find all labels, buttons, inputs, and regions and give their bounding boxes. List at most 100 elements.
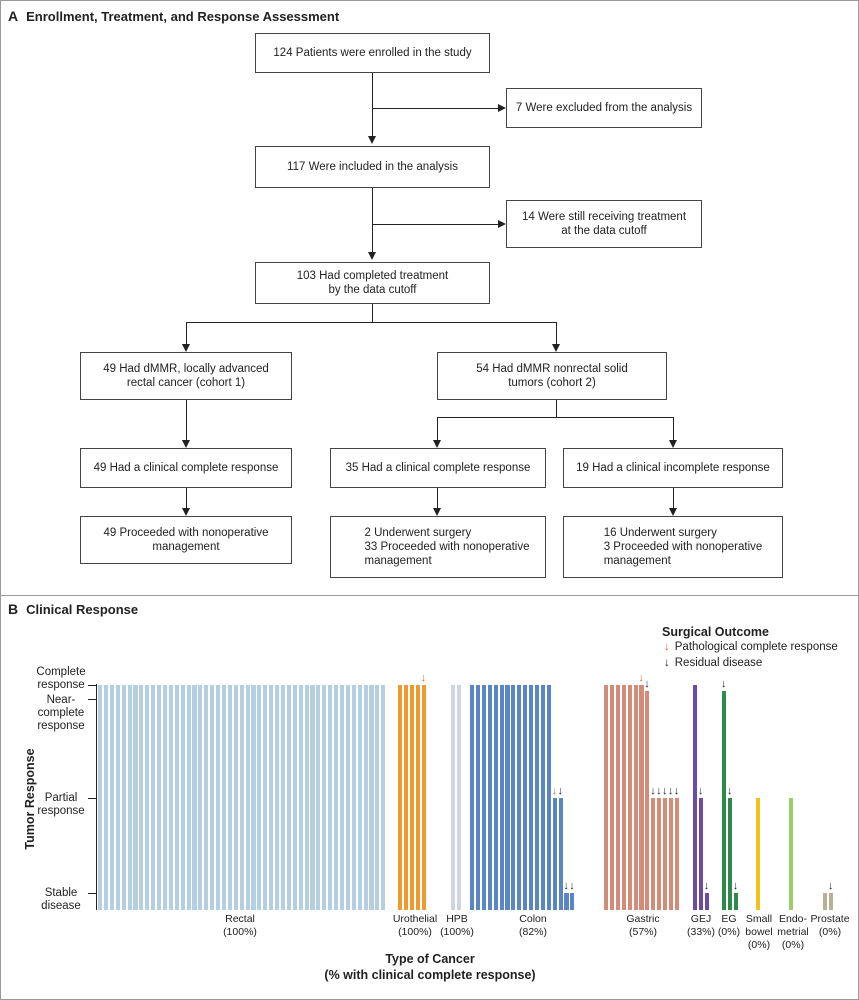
bar-gastric [621, 685, 626, 910]
bar-rectal [162, 685, 168, 910]
bar-rectal [316, 685, 321, 910]
bar-colon [475, 685, 481, 910]
bar-gastric [615, 685, 620, 910]
box-still-receiving: 14 Were still receiving treatment at the… [506, 200, 702, 248]
box-c2-cir-outcome: 16 Underwent surgery 3 Proceeded with no… [563, 516, 783, 578]
bar-rectal [280, 685, 286, 910]
bar-urothelial [415, 685, 420, 910]
connector [437, 417, 438, 440]
bar-hpb [456, 685, 462, 910]
bar-rectal [145, 685, 150, 910]
bar-rectal [275, 685, 280, 910]
category-label: Gastric (57%) [626, 913, 660, 938]
legend-label-residual: Residual disease [674, 657, 763, 669]
bar-rectal [239, 685, 244, 910]
arrow-down-icon [368, 136, 376, 144]
bar-rectal [292, 685, 297, 910]
category-label: Urothelial (100%) [392, 913, 438, 938]
bar-rectal [245, 685, 250, 910]
bar-rectal [381, 685, 386, 910]
bar-gastric [645, 690, 650, 910]
bar-colon [534, 685, 540, 910]
bar-rectal [133, 685, 138, 910]
residual-arrow-icon: ↓ [557, 785, 564, 797]
connector [372, 304, 373, 323]
bar-hpb [451, 685, 456, 910]
bar-rectal [369, 685, 374, 910]
bar-rectal [328, 685, 333, 910]
arrow-down-icon [182, 344, 190, 352]
bar-rectal [304, 685, 309, 910]
pcr-arrow-icon: ↓ [420, 672, 427, 684]
x-axis-title: Type of Cancer (% with clinical complete… [324, 952, 536, 982]
bar-gastric [639, 685, 644, 910]
pcr-arrow-icon: ↓ [638, 672, 644, 684]
box-excluded: 7 Were excluded from the analysis [506, 88, 702, 128]
connector [437, 488, 438, 508]
bar-eg [722, 690, 727, 910]
residual-arrow-icon: ↓ [673, 785, 680, 797]
bar-rectal [298, 685, 303, 910]
bar-rectal [345, 685, 350, 910]
bar-eg [727, 798, 733, 910]
arrow-down-icon [669, 508, 677, 516]
box-c1-ccr: 49 Had a clinical complete response [80, 448, 292, 488]
bar-gastric [627, 685, 632, 910]
residual-arrow-icon: ↓ [827, 880, 834, 892]
bar-urothelial [421, 685, 426, 910]
bar-colon [523, 685, 528, 910]
bar-rectal [257, 685, 262, 910]
bar-rectal [339, 685, 345, 910]
category-label: Endo- metrial (0%) [777, 913, 809, 951]
connector [372, 108, 498, 109]
bar-gastric [663, 798, 668, 910]
legend-item-pcr: ↓Pathological complete response [664, 641, 838, 653]
bar-rectal [186, 685, 191, 910]
residual-arrow-icon: ↓ [697, 785, 704, 797]
bar-rectal [98, 685, 103, 910]
bar-rectal [103, 685, 109, 910]
category-label: HPB (100%) [440, 913, 474, 938]
bar-gastric [633, 685, 638, 910]
residual-arrow-icon: ↓ [569, 880, 575, 892]
connector [437, 417, 674, 418]
bar-gej [704, 893, 709, 910]
arrow-down-icon [182, 440, 190, 448]
category-label: Small bowel (0%) [745, 913, 773, 951]
connector [186, 400, 187, 440]
connector [673, 417, 674, 440]
y-tick [88, 798, 96, 799]
residual-arrow-icon: ↓ [721, 677, 727, 690]
bar-colon [499, 685, 504, 910]
bar-rectal [269, 685, 274, 910]
bar-endometrial [789, 798, 794, 910]
bar-colon [493, 685, 498, 910]
panel-a-title-text: Enrollment, Treatment, and Response Asse… [26, 9, 340, 24]
residual-arrow-icon: ↓ [563, 880, 569, 892]
bar-rectal [375, 685, 380, 910]
connector [186, 322, 187, 344]
bar-gastric [668, 798, 674, 910]
category-label: Colon (82%) [518, 913, 547, 938]
connector [673, 488, 674, 508]
bar-colon [546, 685, 551, 910]
bar-rectal [121, 685, 126, 910]
bar-urothelial [409, 685, 414, 910]
arrow-right-icon [498, 104, 506, 112]
y-tick [88, 893, 96, 894]
connector [556, 400, 557, 418]
bar-rectal [334, 685, 339, 910]
bar-rectal [139, 685, 144, 910]
bar-gastric [657, 798, 662, 910]
y-tick [88, 685, 96, 686]
bar-colon [481, 685, 486, 910]
bar-colon [540, 685, 545, 910]
bar-rectal [204, 685, 209, 910]
box-completed: 103 Had completed treatment by the data … [255, 262, 490, 304]
panel-b-title-text: Clinical Response [26, 602, 139, 617]
bar-rectal [127, 685, 132, 910]
bar-rectal [151, 685, 156, 910]
box-included: 117 Were included in the analysis [255, 146, 490, 188]
bar-urothelial [403, 685, 409, 910]
